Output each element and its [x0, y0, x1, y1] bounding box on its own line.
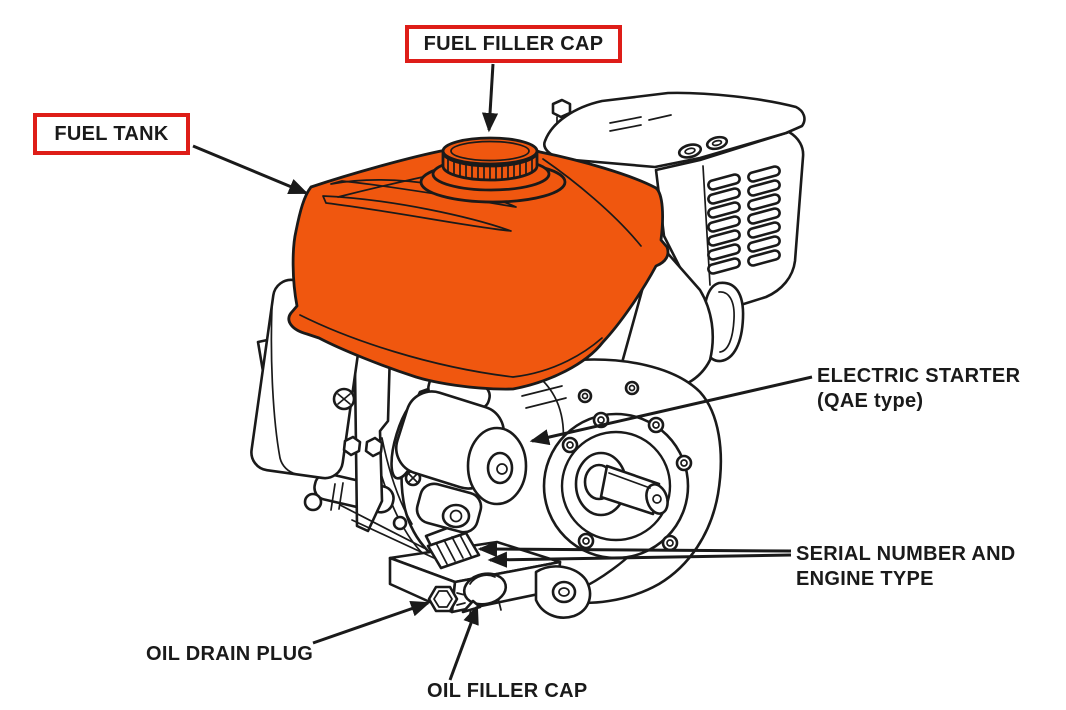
shield-bolt — [551, 98, 572, 119]
arrow-serial-number-2 — [487, 551, 792, 568]
label-serial-number-line2: ENGINE TYPE — [796, 568, 934, 590]
fuel-filler-cap-part — [419, 136, 567, 204]
label-electric-starter: ELECTRIC STARTER (QAE type) — [817, 364, 1020, 414]
pto-shaft — [599, 464, 669, 516]
arrow-oil-filler-cap — [448, 604, 479, 681]
leader-arrows — [192, 63, 813, 681]
label-oil-drain-plug-text: OIL DRAIN PLUG — [146, 643, 314, 665]
governor-linkage — [303, 435, 435, 559]
arrow-fuel-filler-cap — [481, 63, 499, 133]
arrow-electric-starter — [529, 375, 813, 446]
label-serial-number: SERIAL NUMBER AND ENGINE TYPE — [796, 542, 1016, 592]
label-fuel-filler-cap: FUEL FILLER CAP — [405, 25, 622, 63]
arrow-fuel-tank — [192, 144, 309, 195]
muffler — [543, 91, 806, 363]
label-fuel-tank-text: FUEL TANK — [54, 122, 169, 145]
label-electric-starter-line2: (QAE type) — [817, 390, 924, 412]
arrow-oil-drain-plug — [312, 600, 431, 645]
label-fuel-tank: FUEL TANK — [33, 113, 190, 155]
arrow-serial-number-1 — [477, 541, 792, 558]
label-oil-filler-cap-text: OIL FILLER CAP — [427, 680, 588, 702]
label-serial-number-line1: SERIAL NUMBER AND — [796, 543, 1016, 565]
label-oil-filler-cap: OIL FILLER CAP — [427, 679, 588, 704]
label-oil-drain-plug: OIL DRAIN PLUG — [146, 642, 313, 667]
label-fuel-filler-cap-text: FUEL FILLER CAP — [423, 32, 604, 55]
label-electric-starter-line1: ELECTRIC STARTER — [817, 365, 1021, 387]
